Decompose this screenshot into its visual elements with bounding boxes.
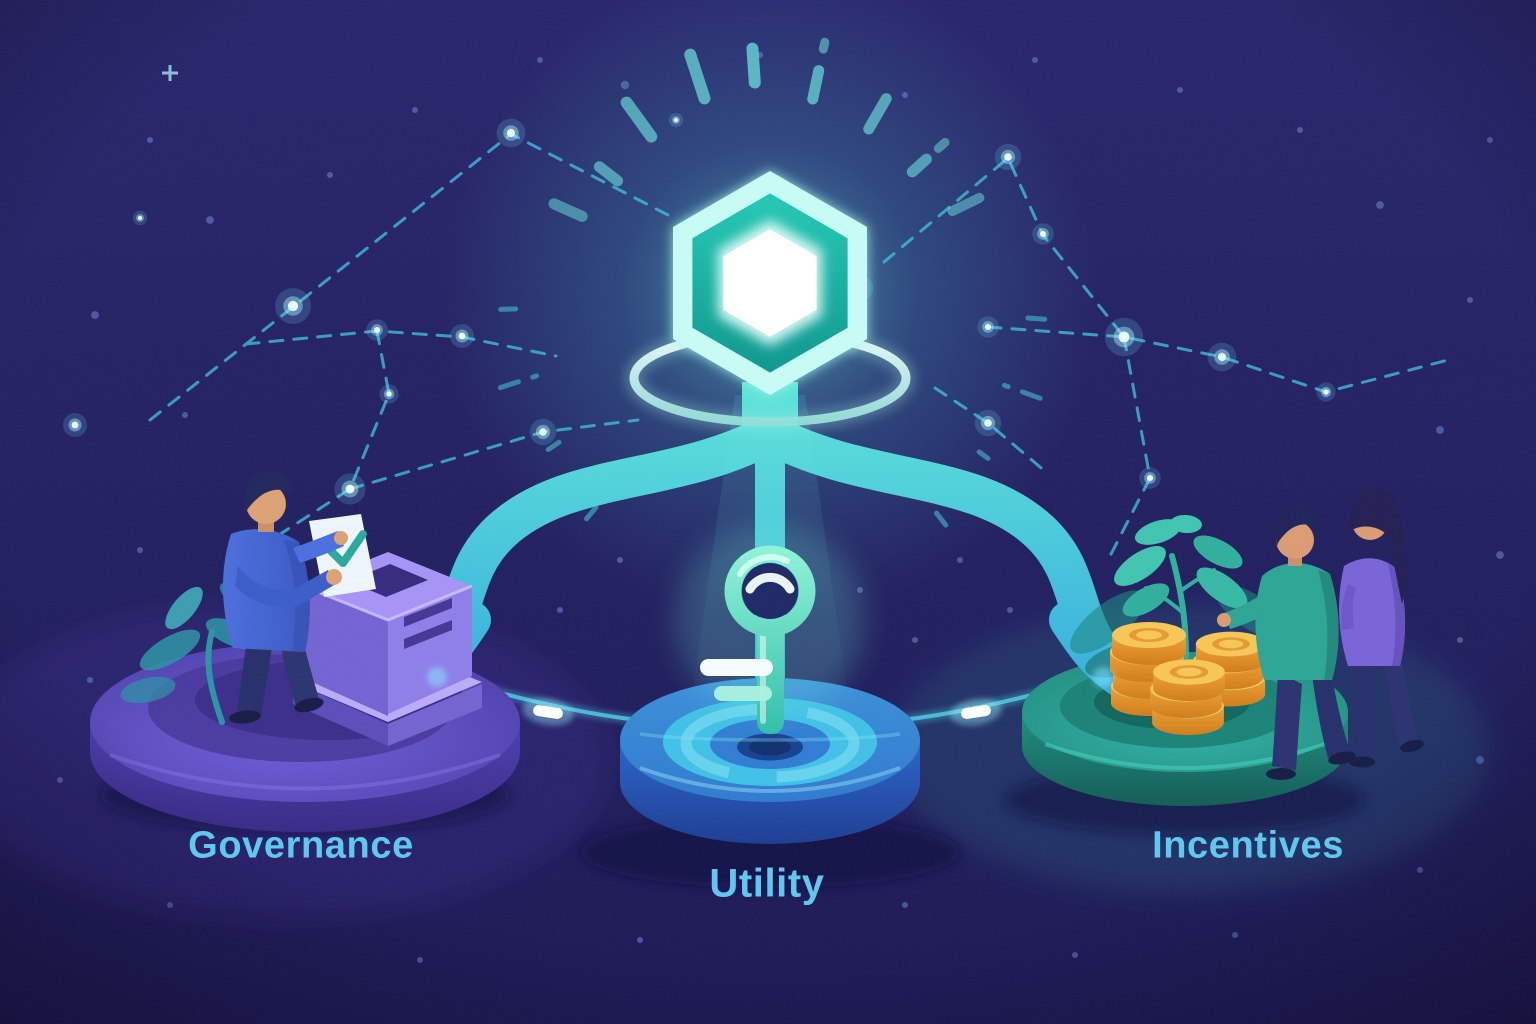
utility-label: Utility xyxy=(709,861,825,906)
governance-label: Governance xyxy=(188,824,414,867)
incentives-label: Incentives xyxy=(1152,824,1344,867)
